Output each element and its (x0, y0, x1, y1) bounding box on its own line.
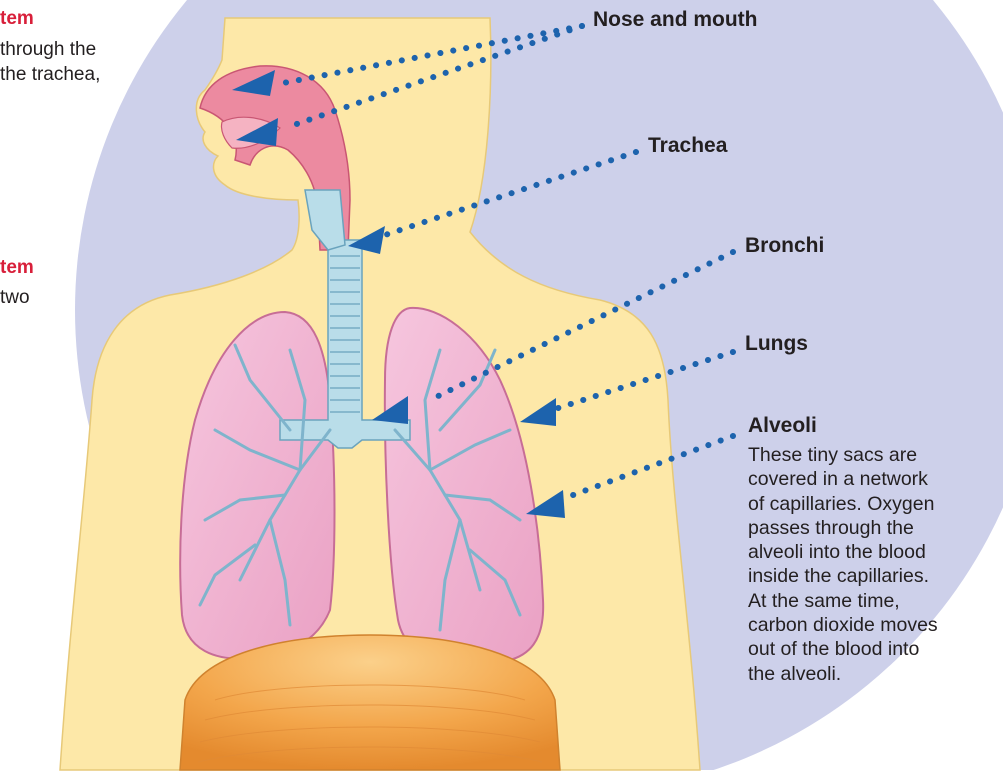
left-text-line-2: the trachea, (0, 63, 100, 87)
label-nose-and-mouth: Nose and mouth (593, 8, 758, 32)
alveoli-line: covered in a network (748, 467, 1003, 491)
alveoli-line: the alveoli. (748, 662, 1003, 686)
alveoli-line: At the same time, (748, 589, 1003, 613)
label-bronchi: Bronchi (745, 234, 824, 258)
label-lungs: Lungs (745, 332, 808, 356)
alveoli-line: inside the capillaries. (748, 564, 1003, 588)
left-heading-2: tem (0, 257, 34, 279)
label-alveoli: Alveoli (748, 414, 817, 438)
left-text-line-1: through the (0, 38, 96, 62)
left-text-line-3: two (0, 286, 30, 310)
alveoli-line: carbon dioxide moves (748, 613, 1003, 637)
alveoli-line: alveoli into the blood (748, 540, 1003, 564)
left-heading-1: tem (0, 8, 34, 30)
alveoli-line: These tiny sacs are (748, 443, 1003, 467)
label-trachea: Trachea (648, 134, 727, 158)
diaphragm (180, 635, 560, 770)
alveoli-line: passes through the (748, 516, 1003, 540)
alveoli-description: These tiny sacs are covered in a network… (748, 443, 1003, 686)
alveoli-line: of capillaries. Oxygen (748, 492, 1003, 516)
alveoli-line: out of the blood into (748, 637, 1003, 661)
